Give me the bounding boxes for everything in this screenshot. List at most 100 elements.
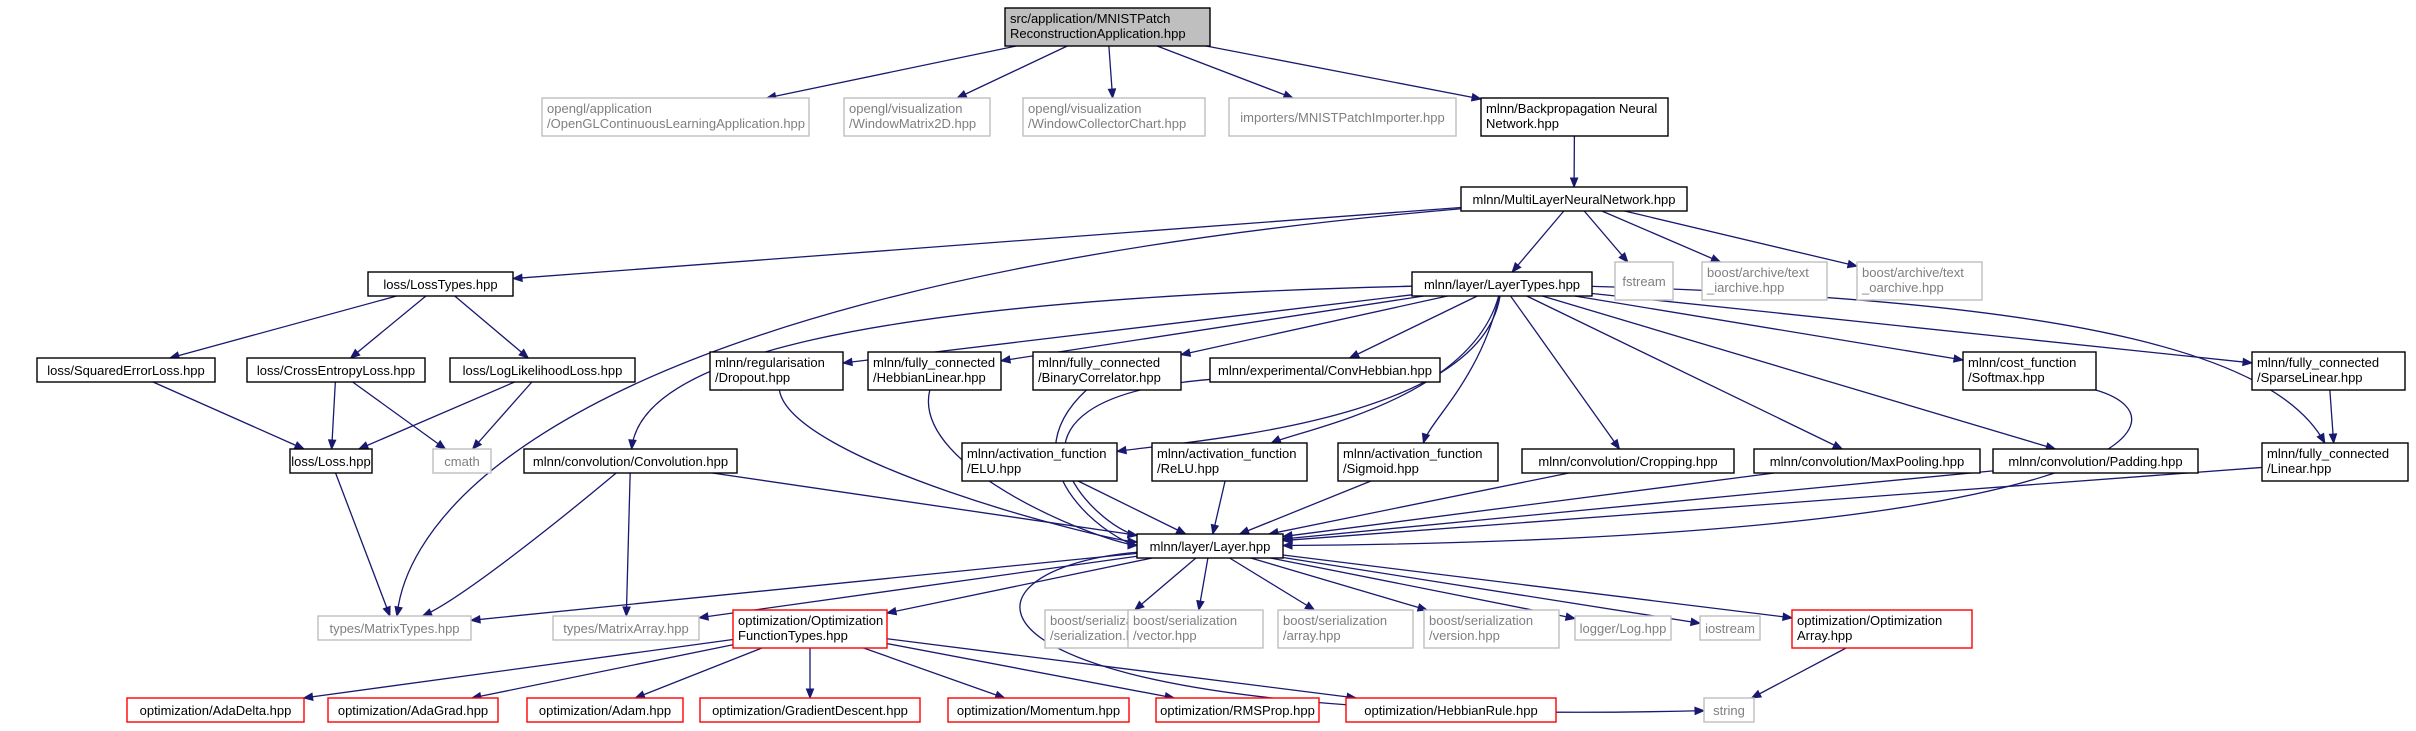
arrowhead: [518, 348, 530, 359]
node-box: [1423, 609, 1560, 649]
edge-line: [1542, 295, 2056, 450]
arrowhead: [357, 441, 370, 450]
arrowhead: [1282, 90, 1295, 99]
arrowhead: [955, 90, 968, 99]
node-box: [1155, 697, 1320, 723]
node-label-line: mlnn/cost_function: [1968, 355, 2076, 370]
edge-line: [512, 206, 1462, 280]
arrowhead: [1126, 529, 1139, 539]
node-label-line: optimization/RMSProp.hpp: [1160, 703, 1315, 718]
node-layer[interactable]: mlnn/layer/Layer.hpp: [1136, 533, 1284, 559]
node-layertypes[interactable]: mlnn/layer/LayerTypes.hpp: [1411, 271, 1593, 297]
arrowhead: [1694, 706, 1706, 716]
node-matrixarray: types/MatrixArray.hpp: [552, 615, 700, 641]
edge-optfunctypes-to-momentum: [863, 647, 1006, 699]
node-adam[interactable]: optimization/Adam.hpp: [526, 697, 684, 723]
node-mlnn[interactable]: mlnn/MultiLayerNeuralNetwork.hpp: [1460, 186, 1688, 212]
node-text-oarchive: boost/archive/text_oarchive.hpp: [1856, 261, 1983, 301]
node-label-line: src/application/MNISTPatch: [1010, 11, 1170, 26]
node-box: [1701, 261, 1828, 301]
edge-layertypes-to-sparselin: [1591, 292, 2254, 367]
node-box: [1209, 357, 1441, 383]
nodes-layer: src/application/MNISTPatchReconstruction…: [36, 7, 2409, 723]
node-label-line: boost/archive/text: [1862, 265, 1964, 280]
node-box: [1032, 351, 1182, 391]
edge-optfunctypes-to-adadelta: [302, 638, 734, 702]
node-box: [699, 697, 921, 723]
arrowhead: [697, 612, 710, 621]
node-box: [1962, 351, 2097, 391]
node-label-line: boost/serialization: [1283, 613, 1387, 628]
arrowhead: [327, 439, 337, 451]
node-label-line: /SparseLinear.hpp: [2257, 370, 2363, 385]
arrowhead: [435, 439, 447, 450]
arrowhead: [1846, 259, 1859, 269]
node-root[interactable]: src/application/MNISTPatchReconstruction…: [1004, 7, 1211, 47]
node-cmath: cmath: [432, 448, 492, 474]
arrowhead: [1179, 348, 1192, 357]
node-conv[interactable]: mlnn/convolution/Convolution.hpp: [523, 448, 738, 474]
node-iostream: iostream: [1699, 615, 1761, 641]
node-text-iarchive: boost/archive/text_iarchive.hpp: [1701, 261, 1828, 301]
node-sigmoid[interactable]: mlnn/activation_function/Sigmoid.hpp: [1337, 442, 1499, 482]
edge-line: [1239, 480, 1372, 535]
node-bpnn[interactable]: mlnn/Backpropagation NeuralNetwork.hpp: [1480, 97, 1669, 137]
node-convhebb[interactable]: mlnn/experimental/ConvHebbian.hpp: [1209, 357, 1441, 383]
node-label-line: /BinaryCorrelator.hpp: [1038, 370, 1161, 385]
edge-line: [1282, 389, 2133, 547]
arrowhead: [1610, 438, 1621, 451]
node-padding[interactable]: mlnn/convolution/Padding.hpp: [1992, 448, 2199, 474]
node-box: [449, 357, 636, 383]
node-label-line: /OpenGLContinuousLearningApplication.hpp: [547, 116, 805, 131]
edge-layertypes-to-convhebb: [1348, 295, 1478, 359]
node-box: [1480, 97, 1669, 137]
node-label-line: mlnn/fully_connected: [1038, 355, 1160, 370]
node-momentum[interactable]: optimization/Momentum.hpp: [947, 697, 1130, 723]
node-label-line: fstream: [1622, 274, 1665, 289]
node-label-line: mlnn/experimental/ConvHebbian.hpp: [1218, 363, 1432, 378]
edge-relu-to-layer: [1210, 480, 1226, 536]
edge-line: [956, 45, 1068, 99]
node-box: [1992, 448, 2199, 474]
node-cropping[interactable]: mlnn/convolution/Cropping.hpp: [1521, 448, 1735, 474]
node-bincorr[interactable]: mlnn/fully_connected/BinaryCorrelator.hp…: [1032, 351, 1182, 391]
edge-line: [1751, 647, 1847, 699]
node-label-line: optimization/Momentum.hpp: [957, 703, 1120, 718]
node-label-line: optimization/GradientDescent.hpp: [712, 703, 908, 718]
edge-line: [886, 638, 1357, 699]
arrowhead: [293, 441, 306, 450]
node-relu[interactable]: mlnn/activation_function/ReLU.hpp: [1151, 442, 1308, 482]
node-graddesc[interactable]: optimization/GradientDescent.hpp: [699, 697, 921, 723]
node-label-line: /Dropout.hpp: [715, 370, 790, 385]
node-loglik[interactable]: loss/LogLikelihoodLoss.hpp: [449, 357, 636, 383]
node-label-line: /Sigmoid.hpp: [1343, 461, 1419, 476]
node-optfunctypes[interactable]: optimization/OptimizationFunctionTypes.h…: [732, 609, 888, 649]
edge-bincorr-to-layer: [1055, 389, 1139, 550]
node-hebbrule[interactable]: optimization/HebbianRule.hpp: [1345, 697, 1557, 723]
node-losstypes[interactable]: loss/LossTypes.hpp: [367, 271, 514, 297]
node-dropout[interactable]: mlnn/regularisation/Dropout.hpp: [709, 351, 844, 391]
node-rmsprop[interactable]: optimization/RMSProp.hpp: [1155, 697, 1320, 723]
node-softmax[interactable]: mlnn/cost_function/Softmax.hpp: [1962, 351, 2097, 391]
arrowhead: [1175, 525, 1187, 535]
edge-line: [1077, 480, 1186, 535]
node-maxpool[interactable]: mlnn/convolution/MaxPooling.hpp: [1753, 448, 1981, 474]
node-sqerr[interactable]: loss/SquaredErrorLoss.hpp: [36, 357, 216, 383]
node-adagrad[interactable]: optimization/AdaGrad.hpp: [327, 697, 499, 723]
node-linear[interactable]: mlnn/fully_connected/Linear.hpp: [2261, 442, 2409, 482]
node-hebblin[interactable]: mlnn/fully_connected/HebbianLinear.hpp: [867, 351, 1002, 391]
node-box: [2251, 351, 2406, 391]
node-box: [289, 448, 373, 474]
node-adadelta[interactable]: optimization/AdaDelta.hpp: [126, 697, 305, 723]
node-label-line: mlnn/convolution/MaxPooling.hpp: [1770, 454, 1964, 469]
node-loss[interactable]: loss/Loss.hpp: [289, 448, 373, 474]
arrowhead: [1127, 540, 1139, 550]
edge-line: [169, 295, 397, 359]
node-crossent[interactable]: loss/CrossEntropyLoss.hpp: [246, 357, 426, 383]
node-label-line: mlnn/activation_function: [967, 446, 1106, 461]
node-label-line: mlnn/activation_function: [1157, 446, 1296, 461]
node-elu[interactable]: mlnn/activation_function/ELU.hpp: [961, 442, 1118, 482]
node-sparselin[interactable]: mlnn/fully_connected/SparseLinear.hpp: [2251, 351, 2406, 391]
edge-optarray-to-string: [1750, 647, 1847, 699]
